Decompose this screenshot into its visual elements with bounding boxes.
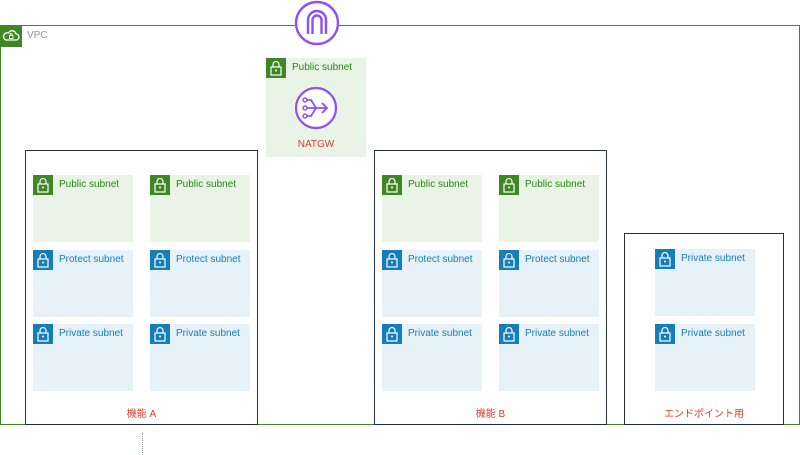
subnet-label: Protect subnet	[525, 254, 590, 265]
subnet-label: Private subnet	[681, 253, 745, 264]
protect-subnet: Protect subnet	[382, 250, 482, 317]
private-subnet: Private subnet	[382, 324, 482, 391]
subnet-label: Protect subnet	[176, 254, 241, 265]
subnet-label: Private subnet	[681, 328, 745, 339]
vpc-cloud-icon	[0, 25, 22, 47]
subnet-label: Protect subnet	[59, 254, 124, 265]
protect-subnet: Protect subnet	[499, 250, 599, 317]
subnet-label: Public subnet	[176, 179, 237, 190]
public-subnet: Public subnet	[382, 175, 482, 242]
natgw-public-subnet: Public subnet	[266, 58, 366, 157]
group-label: 機能 B	[475, 409, 506, 420]
subnet-label: Public subnet	[408, 179, 469, 190]
public-subnet: Public subnet	[499, 175, 599, 242]
group-function-a	[25, 150, 258, 425]
padlock-icon	[382, 175, 402, 195]
subnet-label: Private subnet	[59, 328, 123, 339]
subnet-label: Private subnet	[408, 328, 472, 339]
group-function-b	[374, 150, 607, 425]
subnet-label: Public subnet	[292, 62, 353, 73]
padlock-icon	[382, 324, 402, 344]
padlock-icon	[382, 250, 402, 270]
continuation-dots	[142, 433, 144, 453]
padlock-icon	[499, 175, 519, 195]
subnet-label: Private subnet	[525, 328, 589, 339]
public-subnet: Public subnet	[150, 175, 250, 242]
private-subnet: Private subnet	[150, 324, 250, 391]
padlock-icon	[499, 250, 519, 270]
subnet-label: Public subnet	[59, 179, 120, 190]
private-subnet: Private subnet	[655, 324, 755, 391]
group-label: エンドポイント用	[664, 409, 744, 420]
private-subnet: Private subnet	[499, 324, 599, 391]
public-subnet: Public subnet	[33, 175, 133, 242]
padlock-icon	[150, 175, 170, 195]
vpc-label: VPC	[27, 30, 48, 41]
protect-subnet: Protect subnet	[33, 250, 133, 317]
group-label: 機能 A	[126, 409, 157, 420]
padlock-icon	[266, 58, 286, 78]
padlock-icon	[33, 250, 53, 270]
padlock-icon	[655, 249, 675, 269]
subnet-label: Private subnet	[176, 328, 240, 339]
natgw-label: NATGW	[297, 139, 335, 150]
protect-subnet: Protect subnet	[150, 250, 250, 317]
private-subnet: Private subnet	[33, 324, 133, 391]
padlock-icon	[655, 324, 675, 344]
padlock-icon	[150, 250, 170, 270]
subnet-label: Public subnet	[525, 179, 586, 190]
internet-gateway-icon	[294, 0, 340, 46]
padlock-icon	[33, 324, 53, 344]
padlock-icon	[499, 324, 519, 344]
nat-gateway-icon	[294, 86, 338, 130]
padlock-icon	[150, 324, 170, 344]
group-endpoint	[624, 233, 784, 425]
padlock-icon	[33, 175, 53, 195]
subnet-label: Protect subnet	[408, 254, 473, 265]
private-subnet: Private subnet	[655, 249, 755, 316]
